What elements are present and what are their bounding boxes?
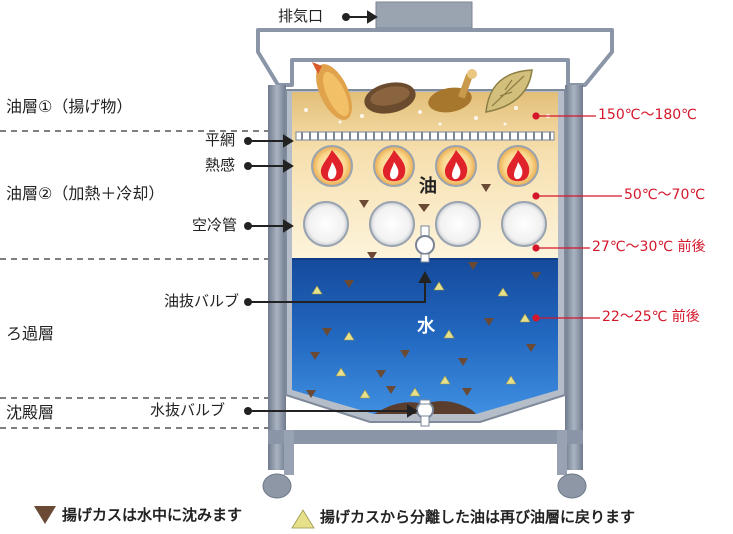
legend-sink-marker: [34, 506, 56, 524]
wheel-right: [557, 473, 587, 499]
cooling-pipe-1: [303, 201, 349, 247]
croquette-icon: [364, 82, 416, 114]
wheel-left: [262, 473, 292, 499]
hood: [256, 28, 614, 87]
oil-layer-1-label: 油層①（揚げ物）: [6, 97, 133, 116]
legend-sink-text: 揚げカスは水中に沈みます: [62, 506, 243, 524]
fried-chicken-icon: [428, 69, 477, 113]
frame-crossbar: [268, 430, 583, 444]
water-valve-label: 水抜バルブ: [150, 401, 226, 419]
temperature-water: 22～25℃ 前後: [602, 309, 700, 325]
leader-lines: [244, 10, 432, 418]
exhaust-label: 排気口: [278, 7, 324, 25]
vegetable-tempura-icon: [485, 69, 533, 113]
oil-bubbles: [304, 106, 550, 126]
sink-marker: [367, 252, 377, 260]
oil-markers: [359, 184, 491, 260]
frame-inner-left: [284, 430, 294, 475]
heat-sensor-label: 熱感: [205, 156, 236, 174]
sink-marker: [481, 184, 491, 192]
air-cooling-pipe-label: 空冷管: [192, 216, 238, 234]
cooling-pipe-2: [369, 201, 415, 247]
temperature-interface: 27℃～30℃ 前後: [592, 239, 706, 255]
exhaust-port: [375, 1, 473, 29]
frame-right-post: [565, 85, 583, 470]
cooling-pipe-4: [501, 201, 547, 247]
water-rise-markers: [311, 281, 531, 399]
temperature-mid-oil: 50℃～70℃: [624, 187, 706, 203]
layer-separators: [0, 130, 268, 429]
temperature-top-oil: 150℃～180℃: [598, 107, 697, 123]
frame-inner-right: [557, 430, 567, 475]
legend-rise-text: 揚げカスから分離した油は再び油層に戻ります: [320, 508, 636, 526]
heater-4: [497, 145, 539, 187]
filter-layer-label: ろ過層: [6, 324, 55, 343]
flat-net-label: 平網: [205, 131, 236, 149]
oil-center-label: 油: [419, 176, 437, 197]
cooling-pipe-3: [435, 201, 481, 247]
water-valve: [416, 399, 434, 427]
sink-marker: [418, 204, 430, 212]
sink-marker: [359, 200, 369, 208]
legend-rise-marker: [291, 509, 315, 529]
flat-net: [295, 131, 555, 141]
frame-left-post: [268, 85, 286, 470]
water-sink-markers: [306, 262, 541, 398]
oil-valve-label: 油抜バルブ: [164, 292, 240, 310]
heater-2: [373, 145, 415, 187]
water-region: [292, 259, 558, 414]
sediment-layer-label: 沈殿層: [6, 403, 55, 422]
flat-net-mesh: [301, 132, 551, 140]
oil-layer-2-label: 油層②（加熱＋冷却）: [6, 184, 165, 203]
oil-valve: [415, 225, 435, 263]
shrimp-tempura-icon: [312, 62, 352, 120]
water-center-label: 水: [417, 316, 435, 337]
heater-3: [435, 145, 477, 187]
heater-1: [311, 145, 353, 187]
temperature-leaders: [532, 112, 622, 322]
